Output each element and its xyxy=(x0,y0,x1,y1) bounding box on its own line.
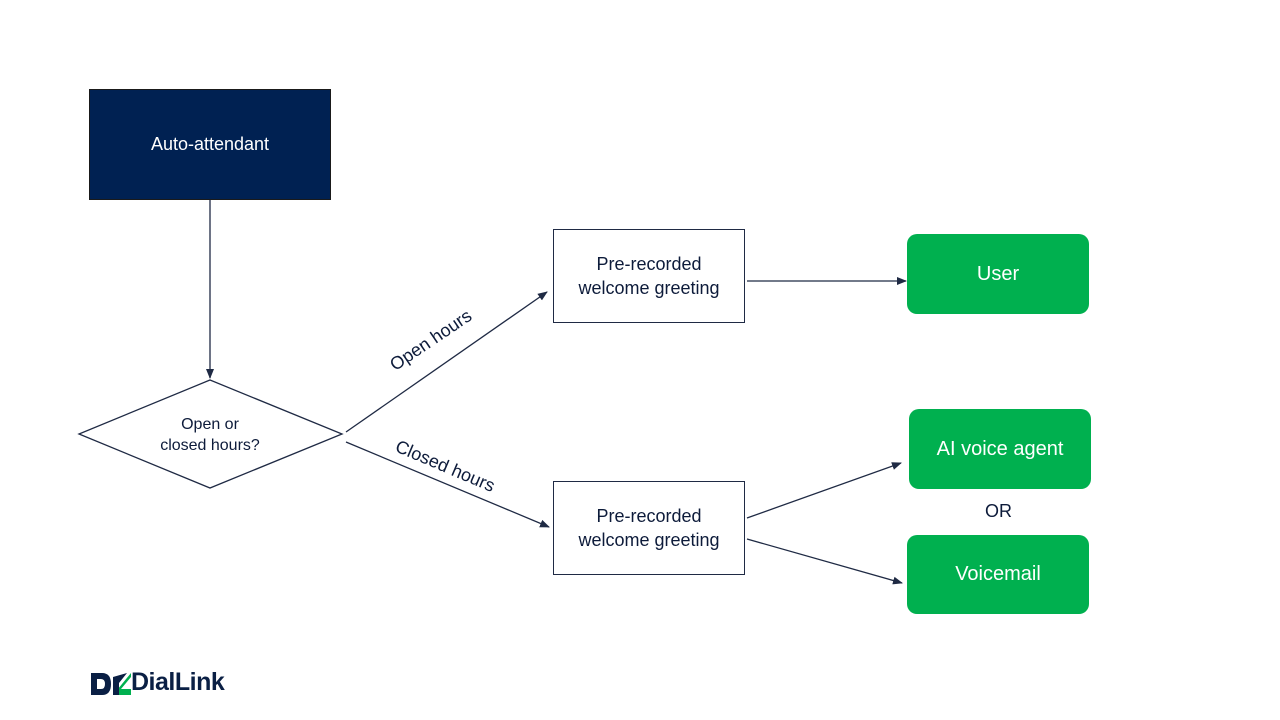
ai-voice-agent-node: AI voice agent xyxy=(909,409,1091,489)
ai-voice-agent-label: AI voice agent xyxy=(936,437,1064,460)
auto-attendant-node: Auto-attendant xyxy=(89,89,331,200)
user-label: User xyxy=(976,262,1020,285)
decision-node: Open or closed hours? xyxy=(120,410,300,460)
decision-label-line-2: closed hours? xyxy=(160,437,260,454)
greeting-open-line-1: Pre-recorded xyxy=(596,254,702,274)
edge-greeting-closed-to-voicemail xyxy=(746,538,903,585)
edge-decision-to-greeting-open xyxy=(345,291,548,433)
or-label: OR xyxy=(985,501,1012,521)
greeting-closed-line-2: welcome greeting xyxy=(578,530,720,550)
greeting-open-line-2: welcome greeting xyxy=(578,278,720,298)
greeting-closed-node: Pre-recorded welcome greeting xyxy=(553,481,745,575)
diallink-logo-mark xyxy=(91,673,131,695)
greeting-closed-line-1: Pre-recorded xyxy=(596,506,702,526)
decision-label-line-1: Open or xyxy=(181,416,239,433)
diallink-logo-text: DialLink xyxy=(131,668,225,696)
greeting-open-node: Pre-recorded welcome greeting xyxy=(553,229,745,323)
edge-greeting-closed-to-ai-agent xyxy=(746,462,902,519)
user-node: User xyxy=(907,234,1089,314)
voicemail-node: Voicemail xyxy=(907,535,1089,614)
edge-decision-to-greeting-closed xyxy=(345,441,550,528)
voicemail-label: Voicemail xyxy=(955,563,1041,585)
decision-diamond xyxy=(77,379,344,489)
auto-attendant-label: Auto-attendant xyxy=(150,134,270,154)
